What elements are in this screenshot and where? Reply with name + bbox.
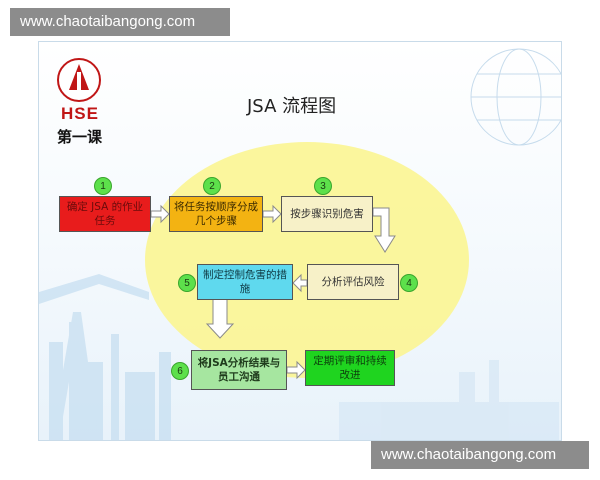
slide-title: JSA 流程图 [247, 96, 337, 117]
step-box-5: 制定控制危害的措施 [197, 264, 293, 300]
lesson-label: 第一课 [57, 128, 103, 146]
step-number-1: 1 [94, 177, 112, 195]
step-box-6: 将JSA分析结果与员工沟通 [191, 350, 287, 390]
step-number-5: 5 [178, 274, 196, 292]
step-box-2: 将任务按顺序分成几个步骤 [169, 196, 263, 232]
step-number-4: 4 [400, 274, 418, 292]
sinopec-logo-icon [57, 58, 101, 102]
arrow-3-4 [372, 207, 396, 253]
industrial-silhouette [39, 274, 171, 440]
flow-arrows [150, 204, 396, 380]
arrow-6-7 [286, 360, 306, 380]
step-number-3: 3 [314, 177, 332, 195]
step-number-2: 2 [203, 177, 221, 195]
step-box-3: 按步骤识别危害 [281, 196, 373, 232]
step-box-7: 定期评审和持续改进 [305, 350, 395, 386]
arrow-4-5 [292, 273, 308, 293]
watermark-bottom: www.chaotaibangong.com [371, 441, 589, 469]
logo-hse-label: HSE [61, 104, 99, 123]
arrow-2-3 [262, 204, 282, 224]
watermark-top: www.chaotaibangong.com [10, 8, 230, 36]
step-box-4: 分析评估风险 [307, 264, 399, 300]
highlight-ellipse [145, 142, 469, 378]
step-number-6: 6 [171, 362, 189, 380]
industrial-silhouette-right [339, 360, 559, 440]
step-box-1: 确定 JSA 的作业任务 [59, 196, 151, 232]
slide: HSE 第一课 JSA 流程图 1 2 3 4 5 6 确定 JSA 的作业任务… [38, 41, 562, 441]
arrow-1-2 [150, 204, 170, 224]
globe-graphic [470, 48, 561, 146]
